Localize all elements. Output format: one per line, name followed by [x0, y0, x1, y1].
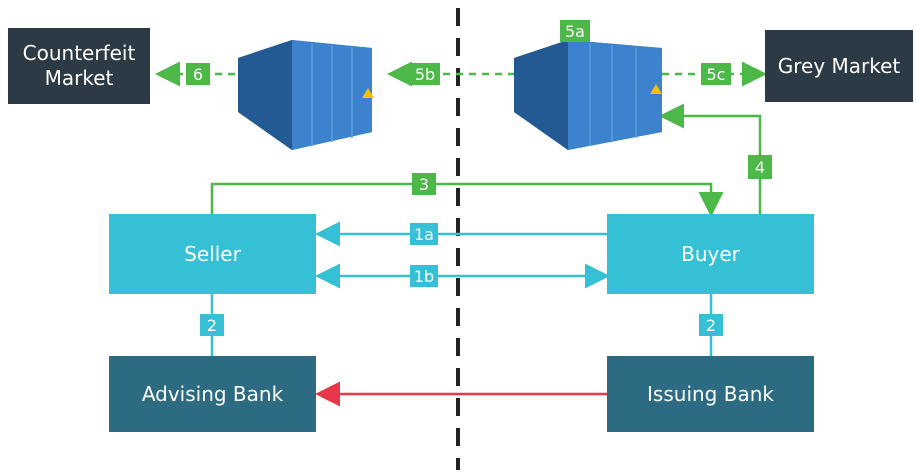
counterfeit-market-box: Counterfeit Market — [8, 28, 150, 104]
buyer-box: Buyer — [607, 214, 814, 294]
counterfeit-market-label: Counterfeit Market — [22, 41, 136, 90]
shipping-container-left-icon — [238, 40, 374, 150]
advising-bank-label: Advising Bank — [141, 381, 284, 406]
step-5b-badge: 5b — [410, 63, 440, 85]
advising-bank-box: Advising Bank — [109, 356, 316, 432]
step-1a-badge: 1a — [410, 223, 438, 245]
step-6-badge: 6 — [186, 63, 210, 85]
step-4-badge: 4 — [748, 155, 772, 179]
seller-label: Seller — [184, 241, 241, 266]
grey-market-box: Grey Market — [765, 30, 913, 102]
step-2-seller-badge: 2 — [200, 314, 224, 336]
flow-3-line — [210, 182, 724, 217]
issuing-bank-label: Issuing Bank — [647, 381, 774, 406]
step-3-badge: 3 — [412, 173, 436, 195]
shipping-container-right-icon — [514, 40, 662, 150]
step-5c-badge: 5c — [701, 63, 731, 85]
flow-4-line — [659, 103, 762, 214]
seller-box: Seller — [109, 214, 316, 294]
grey-market-label: Grey Market — [777, 53, 901, 78]
issuing-bank-box: Issuing Bank — [607, 356, 814, 432]
buyer-label: Buyer — [681, 241, 740, 266]
step-5a-badge: 5a — [560, 20, 590, 42]
step-2-buyer-badge: 2 — [699, 314, 723, 336]
step-1b-badge: 1b — [410, 265, 438, 287]
